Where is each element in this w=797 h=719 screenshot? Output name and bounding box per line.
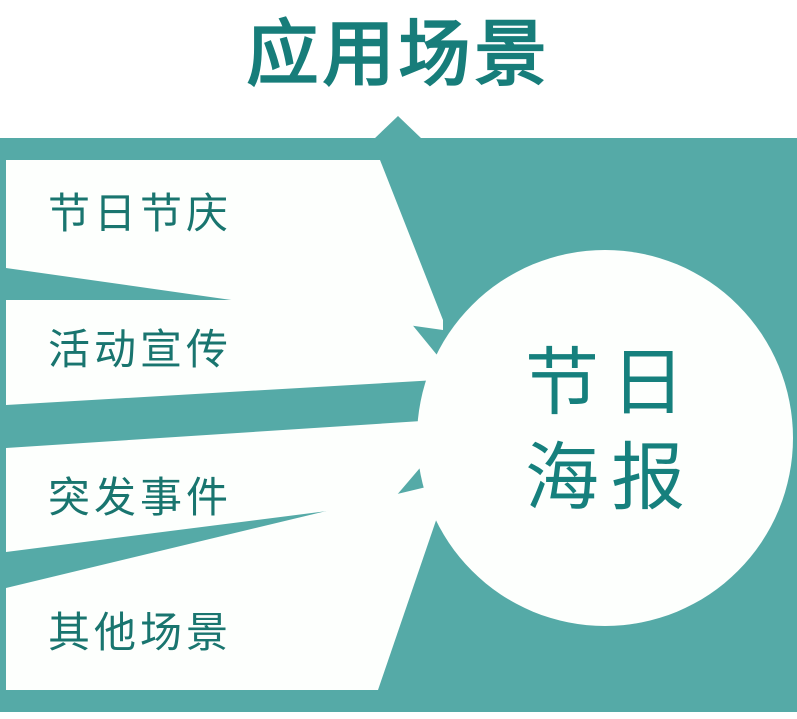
center-circle-label: 节日 海报	[495, 336, 715, 525]
center-label-line-1: 节日	[525, 341, 697, 424]
banner-label-4: 其他场景	[48, 609, 233, 656]
banner-label-1: 节日节庆	[48, 190, 233, 237]
center-circle[interactable]	[417, 250, 793, 626]
banner-shape-2[interactable]	[6, 300, 437, 405]
banner-shape-3[interactable]	[6, 420, 437, 552]
banner-shape-4[interactable]	[6, 483, 443, 690]
panel-top-arrow	[374, 116, 422, 139]
center-label-line-2: 海报	[525, 435, 697, 519]
bottom-strip	[0, 712, 797, 719]
banner-label-3: 突发事件	[48, 474, 233, 521]
banner-label-2: 活动宣传	[48, 326, 233, 373]
banner-shape-1[interactable]	[6, 160, 443, 330]
page-title: 应用场景	[246, 15, 551, 95]
